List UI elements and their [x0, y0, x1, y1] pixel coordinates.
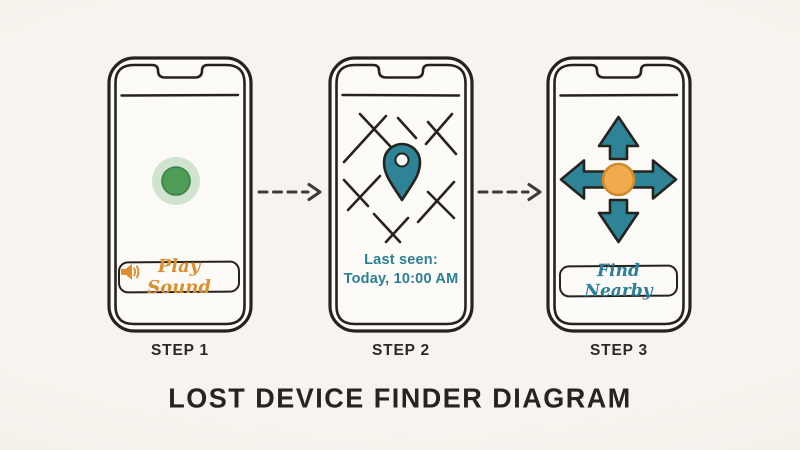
status-bar-divider — [120, 93, 240, 97]
phone-step-2: Last seen: Today, 10:00 AM — [328, 56, 474, 333]
phone-step-3: Find Nearby — [546, 56, 692, 333]
page-title: LOST DEVICE FINDER DIAGRAM — [168, 382, 632, 414]
sound-ping-dot — [161, 166, 191, 196]
arrow-down-icon — [597, 198, 640, 244]
flow-arrow-step2-step3 — [477, 182, 542, 202]
step-2-label: STEP 2 — [372, 342, 430, 359]
find-nearby-button[interactable]: Find Nearby — [558, 261, 679, 301]
speaker-icon — [120, 263, 140, 280]
flow-arrow-step1-step2 — [257, 182, 322, 202]
play-sound-button[interactable]: Play Sound — [117, 256, 241, 298]
phone-3-frame — [546, 56, 692, 333]
location-pin-icon — [382, 142, 422, 202]
phone-step-1: Play Sound — [107, 56, 253, 333]
device-locator-dot — [601, 162, 636, 197]
arrow-up-icon — [597, 115, 640, 161]
last-seen-line2: Today, 10:00 AM — [343, 271, 459, 287]
status-bar-divider — [341, 93, 461, 97]
map-streets — [342, 112, 458, 244]
last-seen-status: Last seen: Today, 10:00 AM — [328, 251, 474, 289]
last-seen-line1: Last seen: — [364, 252, 438, 268]
step-1-label: STEP 1 — [151, 342, 209, 359]
step-3-label: STEP 3 — [590, 342, 648, 359]
find-nearby-label: Find Nearby — [584, 260, 653, 302]
phone-2-frame — [328, 56, 474, 333]
status-bar-divider — [559, 93, 679, 97]
